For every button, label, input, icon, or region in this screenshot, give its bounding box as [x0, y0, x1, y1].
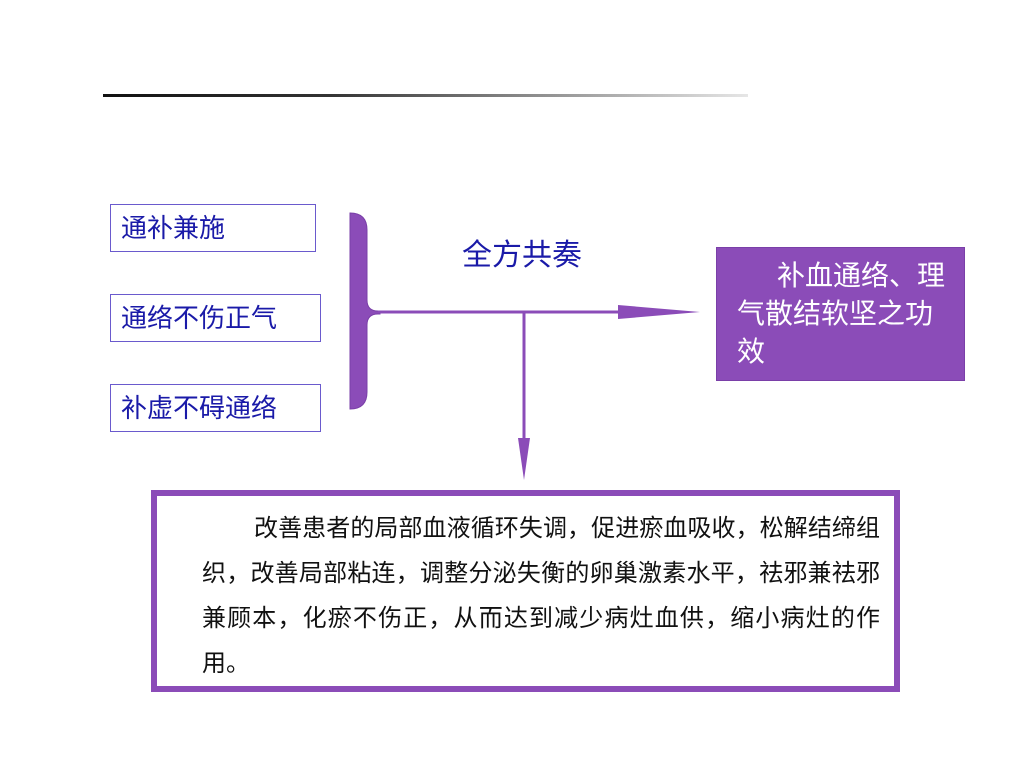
title-divider-line	[103, 94, 748, 97]
arrow-down-head	[518, 438, 530, 480]
principle-box-2: 通络不伤正气	[110, 294, 321, 342]
effect-box: 补血通络、理气散结软坚之功效	[716, 247, 965, 381]
arrow-right-head	[618, 305, 700, 319]
combined-effect-label: 全方共奏	[462, 238, 582, 273]
outcome-box: 改善患者的局部血液循环失调，促进瘀血吸收，松解结缔组织，改善局部粘连，调整分泌失…	[151, 490, 900, 692]
principle-box-1: 通补兼施	[110, 204, 316, 252]
grouping-brace	[349, 212, 381, 410]
principle-box-3: 补虚不碍通络	[110, 384, 321, 432]
